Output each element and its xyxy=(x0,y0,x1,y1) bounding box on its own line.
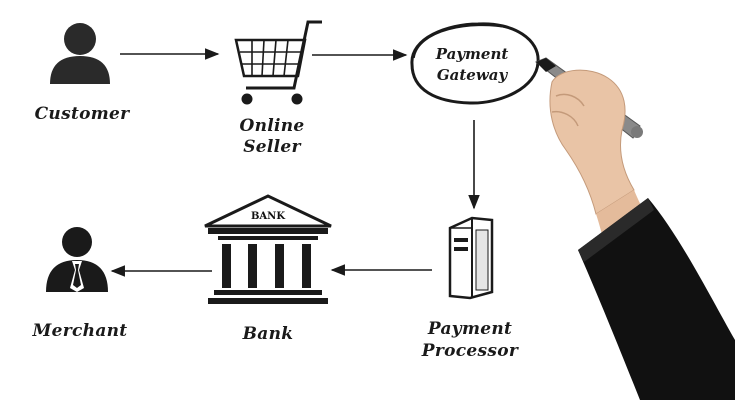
online-seller-label-line2: Seller xyxy=(243,137,301,157)
payment-processor-label-line1: Payment xyxy=(427,319,512,339)
bank-building-icon: BANK xyxy=(204,194,332,304)
merchant-icon xyxy=(46,227,108,292)
customer-label: Customer xyxy=(35,104,131,124)
payment-gateway-label-line1: Payment xyxy=(435,45,509,63)
payment-gateway-label-line2: Gateway xyxy=(437,66,509,84)
payment-gateway-node: Payment Gateway xyxy=(410,22,540,105)
hand-with-marker-icon xyxy=(535,57,735,400)
server-icon xyxy=(448,216,494,300)
shopping-cart-icon xyxy=(234,20,322,105)
bank-sign-text: BANK xyxy=(251,211,285,222)
customer-icon xyxy=(50,23,110,84)
online-seller-label-line1: Online xyxy=(239,116,304,136)
bank-label: Bank xyxy=(242,324,294,344)
merchant-label: Merchant xyxy=(32,321,128,341)
payment-processor-label-line2: Processor xyxy=(421,341,519,361)
